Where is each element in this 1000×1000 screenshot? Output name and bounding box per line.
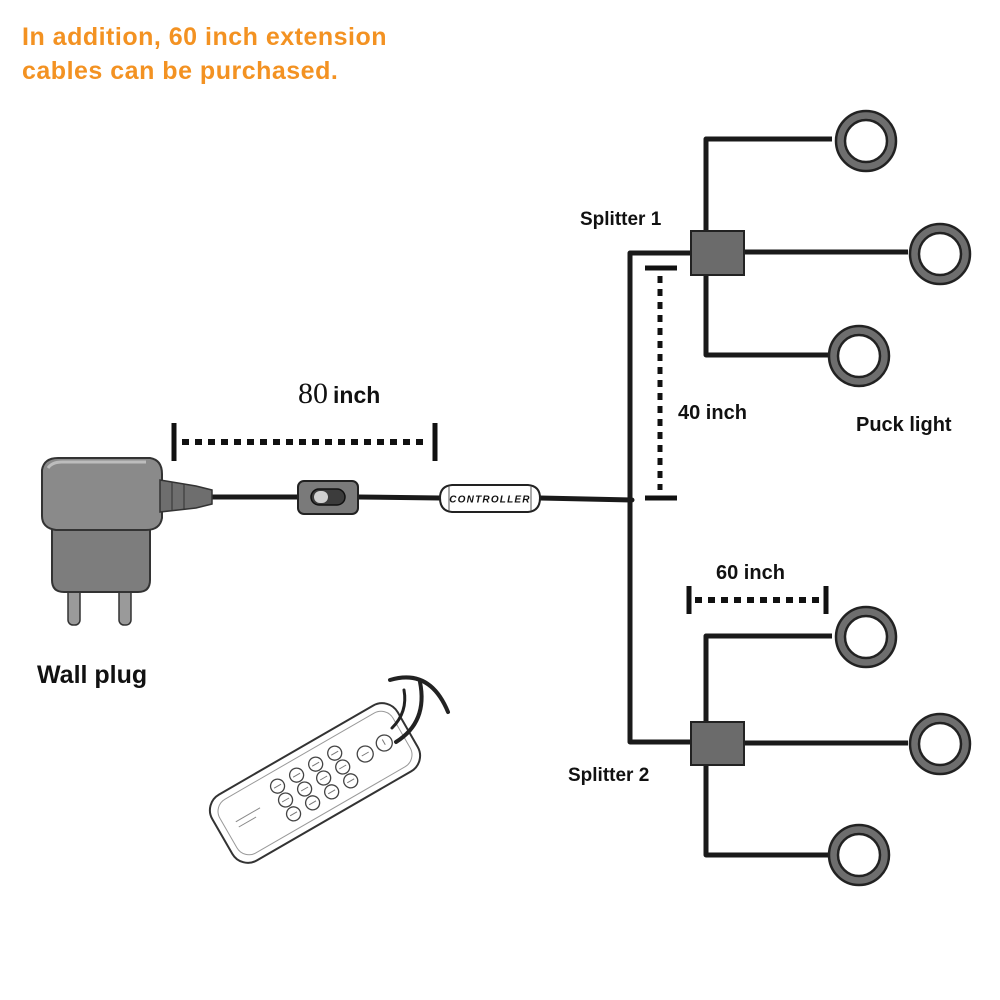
puck-light-icon: [827, 823, 891, 887]
splitter-2-box: [690, 721, 745, 766]
wall-plug-label: Wall plug: [37, 661, 147, 689]
branch-1a: [703, 136, 832, 232]
splitter-icon: [690, 230, 745, 276]
main-cable: [209, 250, 695, 745]
branch-2a: [703, 633, 832, 722]
extension-cable-note: In addition, 60 inch extension cables ca…: [22, 20, 542, 88]
splitter-1-box: [690, 230, 745, 276]
note-line-1: In addition, 60 inch extension: [22, 23, 388, 51]
dimension-80-value: 80: [298, 377, 328, 410]
branch-1c: [703, 274, 828, 358]
splitter-2-label: Splitter 2: [568, 765, 649, 786]
puck-light-label: Puck light: [856, 414, 952, 436]
cable-switch-to-controller: [355, 494, 443, 501]
controller-icon: CONTROLLER: [438, 484, 542, 513]
controller-label: CONTROLLER: [449, 495, 530, 506]
dimension-80-marker: [171, 423, 438, 461]
puck-light-icon: [908, 222, 972, 286]
puck-lights: [827, 109, 972, 887]
dimension-60-marker: [686, 586, 829, 614]
puck-light-icon: [834, 605, 898, 669]
puck-light-icon: [827, 324, 891, 388]
puck-light-icon: [908, 712, 972, 776]
dimension-40-marker: [645, 265, 677, 501]
dimension-40-label: 40 inch: [678, 402, 747, 424]
splitter-1-branches: [703, 136, 908, 358]
wireless-signal-icon: [388, 675, 450, 744]
cable-trunk: [627, 250, 695, 745]
note-line-2: cables can be purchased.: [22, 57, 339, 85]
puck-light-icon: [834, 109, 898, 173]
cable-controller-to-junction: [537, 495, 635, 503]
wall-plug-icon: [41, 457, 213, 626]
remote-control-icon: [208, 702, 422, 864]
dimension-60-label: 60 inch: [716, 562, 785, 584]
splitter-1-label: Splitter 1: [580, 209, 662, 230]
dimension-80-unit: inch: [333, 382, 380, 408]
branch-2c: [703, 764, 828, 858]
power-switch-icon: [297, 480, 359, 515]
splitter-2-branches: [703, 633, 908, 858]
splitter-icon: [690, 721, 745, 766]
